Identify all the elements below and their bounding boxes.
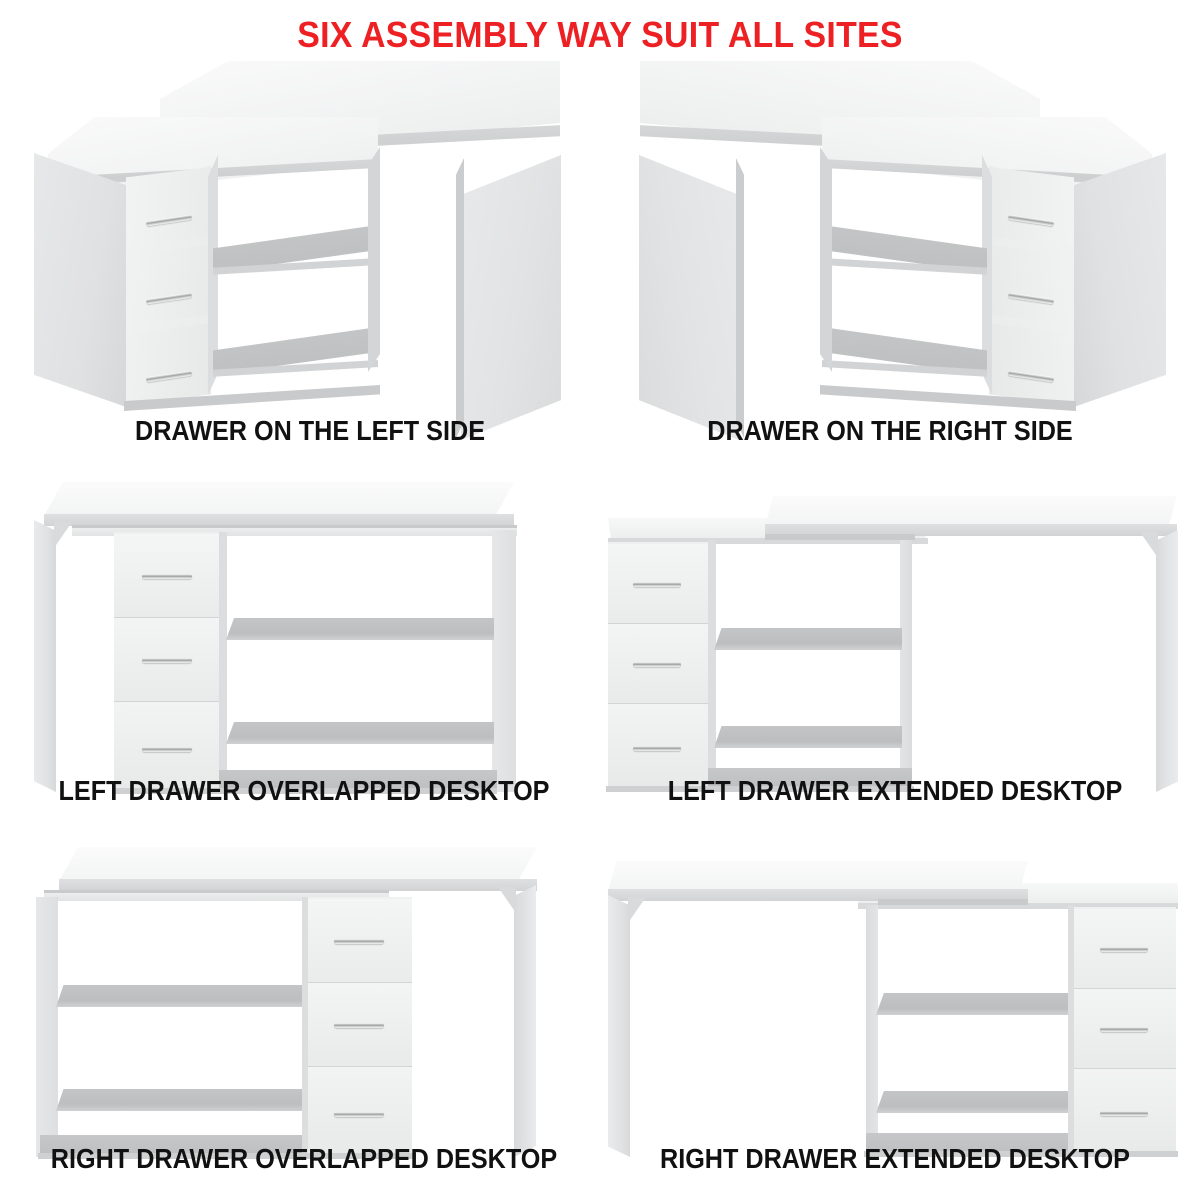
shelf-lower-board xyxy=(876,1091,1072,1113)
desk-illustration-right-overlapped xyxy=(14,835,594,1185)
desk-illustration-left-drawer xyxy=(20,55,600,455)
cabinet-bottom-board xyxy=(708,768,912,790)
cabinet-left-side-panel xyxy=(34,153,129,408)
desk-illustration-right-drawer xyxy=(600,55,1180,455)
desk-right-leg xyxy=(1156,530,1178,792)
cabinet-bottom-board xyxy=(866,1133,1076,1155)
shelf-upper-board xyxy=(714,628,902,650)
caption-config-4: LEFT DRAWER EXTENDED DESKTOP xyxy=(667,775,1123,806)
shelf-lower-board xyxy=(56,1089,306,1111)
caption-config-6: RIGHT DRAWER EXTENDED DESKTOP xyxy=(660,1143,1130,1174)
desktop-upper-edge xyxy=(765,524,1177,536)
panel-config-4: LEFT DRAWER EXTENDED DESKTOP xyxy=(600,470,1190,815)
shelf-upper-board xyxy=(226,618,494,640)
shelf-right-side-panel xyxy=(900,540,912,790)
drawer-1-handle[interactable] xyxy=(334,939,384,944)
desktop-upper-edge xyxy=(608,889,1028,901)
drawer-3-handle[interactable] xyxy=(142,747,192,752)
panel-config-3: LEFT DRAWER OVERLAPPED DESKTOP xyxy=(14,470,594,815)
panel-config-5: RIGHT DRAWER OVERLAPPED DESKTOP xyxy=(14,835,594,1185)
cabinet-base-edge xyxy=(112,788,497,794)
drawer-1-handle[interactable] xyxy=(633,582,681,587)
desk-right-leg xyxy=(514,885,536,1157)
shelf-lower-board xyxy=(226,722,494,744)
shelf-divider-panel xyxy=(708,540,716,790)
drawer-3[interactable] xyxy=(308,1067,412,1155)
desk-left-leg xyxy=(34,520,56,792)
drawer-2-handle[interactable] xyxy=(334,1023,384,1028)
desktop-upper-top xyxy=(765,496,1177,526)
drawer-1-handle[interactable] xyxy=(1100,947,1148,952)
panel-config-2: DRAWER ON THE RIGHT SIDE xyxy=(600,55,1180,455)
shelf-left-side-panel xyxy=(866,905,878,1155)
shelf-lower-board xyxy=(714,726,902,748)
drawer-2-handle[interactable] xyxy=(633,662,681,667)
drawer-1[interactable] xyxy=(989,167,1074,247)
shelf-divider-panel xyxy=(219,532,227,792)
drawer-3-handle[interactable] xyxy=(633,746,681,751)
desktop-upper-top xyxy=(59,847,537,881)
shelf-right-panel xyxy=(368,147,380,372)
drawer-1-handle[interactable] xyxy=(142,574,192,579)
shelf-upper-board xyxy=(876,993,1072,1015)
desk-left-leg-panel xyxy=(639,155,739,440)
caption-config-2: DRAWER ON THE RIGHT SIDE xyxy=(707,415,1073,446)
desktop-overlap-shadow xyxy=(878,899,1028,905)
drawer-2-handle[interactable] xyxy=(142,658,192,663)
cabinet-base-edge xyxy=(864,1151,1178,1157)
desk-illustration-right-extended xyxy=(600,835,1190,1185)
shelf-divider-panel xyxy=(302,897,310,1157)
drawer-3[interactable] xyxy=(989,323,1074,405)
panel-config-1: DRAWER ON THE LEFT SIDE xyxy=(20,55,600,455)
desktop-lower-slab xyxy=(72,525,517,536)
caption-config-3: LEFT DRAWER OVERLAPPED DESKTOP xyxy=(58,775,550,806)
desktop-upper-edge xyxy=(44,514,514,526)
desktop-lower-shadow xyxy=(72,525,517,528)
shelf-back-panel xyxy=(820,147,832,372)
shelf-divider-panel xyxy=(208,155,218,395)
caption-config-1: DRAWER ON THE LEFT SIDE xyxy=(134,415,486,446)
shelf-upper-board xyxy=(56,985,306,1007)
desktop-lower-shadow xyxy=(44,890,389,893)
shelf-divider-panel xyxy=(1068,905,1076,1155)
cabinet-top-slab-edge xyxy=(608,538,928,544)
cabinet-top-slab-edge xyxy=(858,903,1178,909)
desk-illustration-left-extended xyxy=(600,470,1190,815)
drawer-2-handle[interactable] xyxy=(1100,1027,1148,1032)
cabinet-base-edge xyxy=(38,1153,416,1159)
drawer-2[interactable] xyxy=(989,245,1074,325)
panel-config-6: RIGHT DRAWER EXTENDED DESKTOP xyxy=(600,835,1190,1185)
drawer-2[interactable] xyxy=(126,245,211,325)
desk-illustration-left-overlapped xyxy=(14,470,594,815)
desktop-upper-top xyxy=(44,482,514,516)
drawer-1[interactable] xyxy=(126,167,211,247)
drawer-3[interactable] xyxy=(126,323,211,405)
desktop-upper-top xyxy=(608,861,1028,891)
drawer-3[interactable] xyxy=(114,702,221,790)
desk-right-leg-inner-edge xyxy=(456,158,464,438)
desk-right-leg-panel xyxy=(461,155,561,440)
desk-left-leg xyxy=(608,895,630,1157)
shelf-right-side-panel xyxy=(492,530,516,792)
page-title: SIX ASSEMBLY WAY SUIT ALL SITES xyxy=(297,14,903,55)
cabinet-right-side-panel xyxy=(1071,153,1166,408)
desk-left-leg-inner-edge xyxy=(736,158,744,438)
desktop-lower-slab xyxy=(44,890,389,901)
cabinet-bottom-board xyxy=(219,770,497,792)
drawer-3-handle[interactable] xyxy=(334,1112,384,1117)
caption-config-5: RIGHT DRAWER OVERLAPPED DESKTOP xyxy=(50,1143,558,1174)
desktop-overlap-shadow xyxy=(765,534,915,540)
cabinet-base-edge xyxy=(606,786,914,792)
cabinet-bottom-board xyxy=(40,1135,308,1157)
drawer-3-handle[interactable] xyxy=(1100,1111,1148,1116)
shelf-left-side-panel xyxy=(36,897,58,1157)
desktop-upper-edge xyxy=(59,879,537,891)
